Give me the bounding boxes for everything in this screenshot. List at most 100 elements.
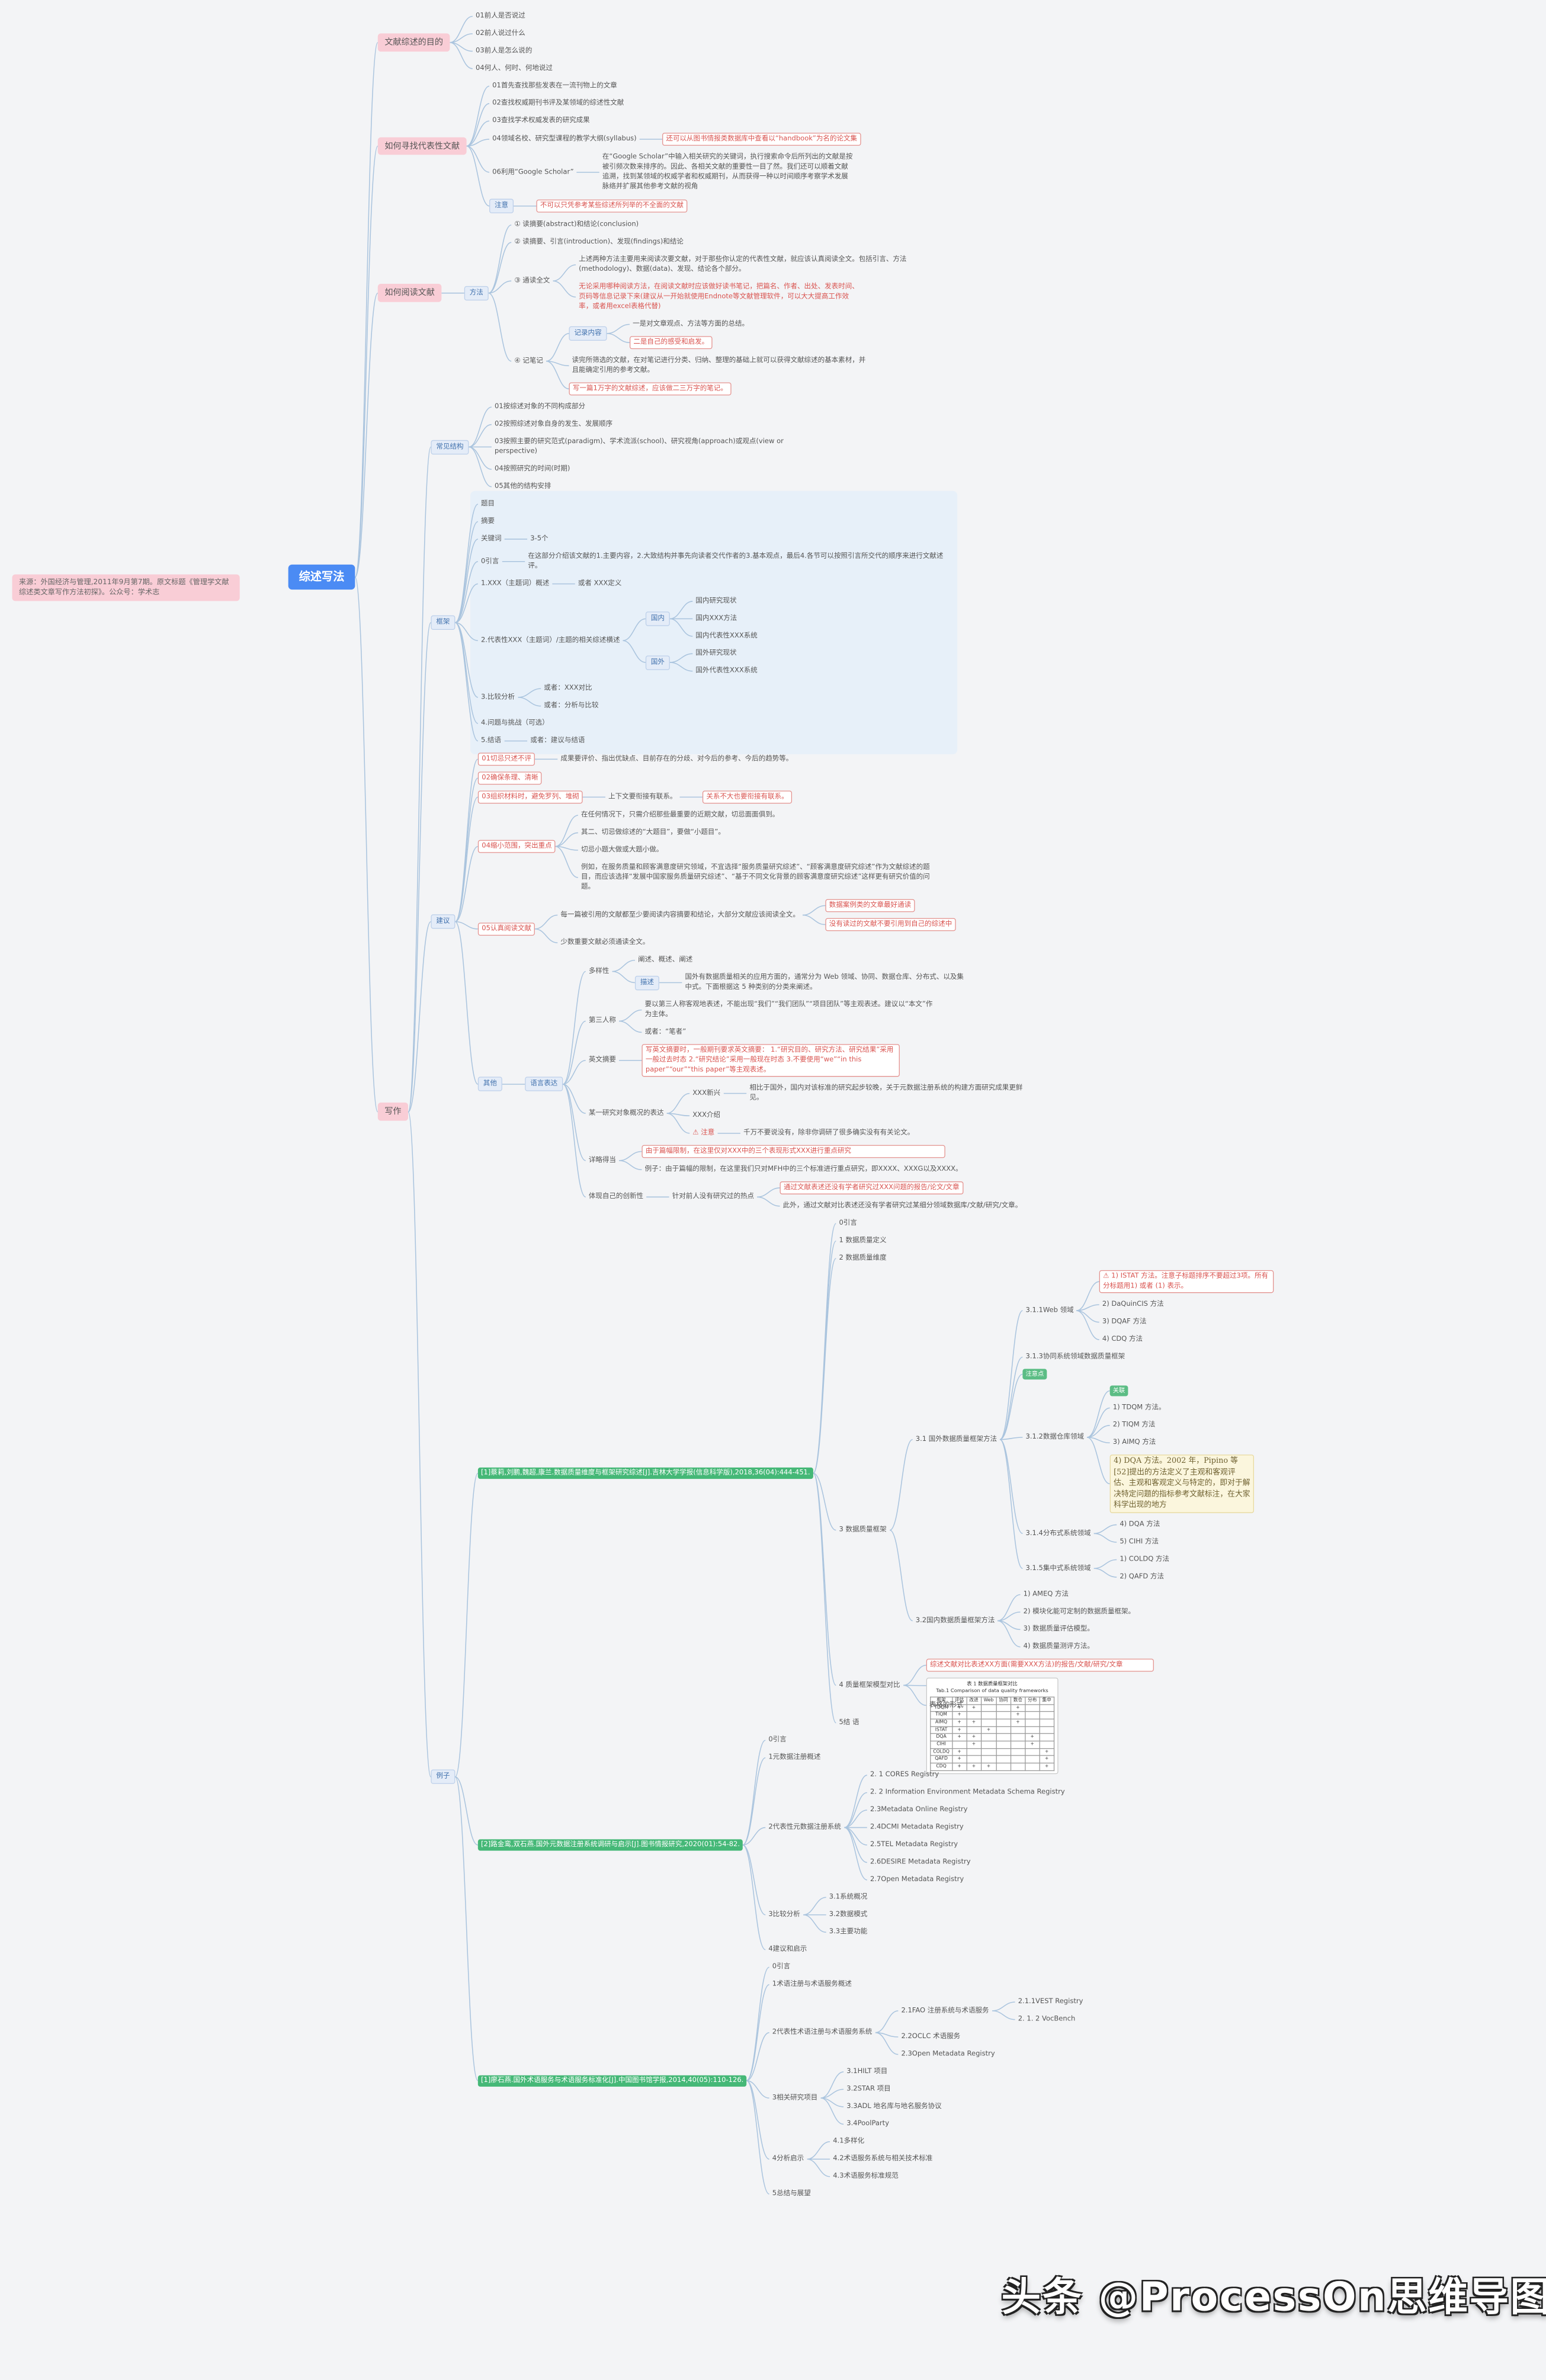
map-node[interactable]: 4.1多样化 [833, 2137, 865, 2145]
paper-citation-1[interactable]: [1]蔡莉,刘鹏,魏超,康兰.数据质量维度与框架研究综述[J].吉林大学学报(信… [477, 1467, 813, 1479]
map-node[interactable]: 01首先查找那些发表在一流刊物上的文章 [492, 82, 617, 90]
map-node[interactable]: 05认真阅读文献 [477, 922, 535, 936]
map-node[interactable]: 03查找学术权威发表的研究成果 [492, 117, 590, 125]
map-node[interactable]: 每一篇被引用的文献都至少要阅读内容摘要和结论，大部分文献应该阅读全文。 [560, 911, 800, 919]
map-node[interactable]: 3.1.4分布式系统领域 [1025, 1529, 1091, 1537]
map-node[interactable]: 2代表性术语注册与术语服务系统 [772, 2028, 873, 2036]
map-node[interactable]: 或者：“笔者” [644, 1028, 687, 1036]
map-node[interactable]: 02确保条理、清晰 [477, 771, 543, 785]
map-node[interactable]: 详略得当 [588, 1156, 616, 1164]
map-node[interactable]: ⚠ 1) ISTAT 方法。注意子标题排序不要超过3项。所有分标题用1) 或者 … [1099, 1270, 1274, 1293]
map-node[interactable]: 3.比较分析 [480, 693, 515, 701]
map-node[interactable]: 2. 2 Information Environment Metadata Sc… [870, 1788, 1065, 1796]
map-node[interactable]: 3.1.5集中式系统领域 [1025, 1564, 1091, 1572]
map-node[interactable]: 3相关研究项目 [772, 2094, 818, 2102]
map-node[interactable]: 国外有数据质量相关的应用方面的，通常分为 Web 领域、协同、数据仓库、分布式、… [685, 973, 964, 991]
map-node[interactable]: 1) COLDQ 方法 [1120, 1555, 1170, 1564]
branch-read-literature[interactable]: 如何阅读文献 [377, 284, 442, 302]
map-node[interactable]: 2. 1 CORES Registry [870, 1771, 939, 1779]
map-node[interactable]: 3) AIMQ 方法 [1112, 1439, 1156, 1447]
map-node[interactable]: 1.XXX（主题词）概述 [480, 579, 550, 588]
map-node[interactable]: 3.1系统概况 [829, 1893, 868, 1901]
map-node[interactable]: ② 读摘要、引言(introduction)、发现(findings)和结论 [514, 238, 684, 246]
map-node[interactable]: 3.1 国外数据质量框架方法 [915, 1435, 997, 1443]
map-node[interactable]: 写英文摘要时，一般期刊要求英文摘要： 1.“研究目的、研究方法、研究结果”采用一… [642, 1044, 900, 1077]
map-node[interactable]: 0引言 [480, 557, 499, 565]
map-node[interactable]: 4.3术语服务标准规范 [833, 2172, 899, 2180]
map-node[interactable]: 3比较分析 [768, 1910, 800, 1918]
map-node[interactable]: 3.1.3协同系统领域数据质量框架 [1025, 1353, 1125, 1361]
map-node[interactable]: 3.1HILT 项目 [846, 2067, 888, 2075]
map-node[interactable]: 1术语注册与术语服务概述 [772, 1980, 852, 1988]
map-node[interactable]: 2) 模块化能可定制的数据质量框架。 [1023, 1607, 1136, 1616]
map-node[interactable]: 3.3ADL 地名库与地名服务协议 [846, 2102, 942, 2110]
map-node[interactable]: 摘要 [480, 517, 495, 526]
paper-citation-2[interactable]: [2]路金鸾,双石燕.国外元数据注册系统调研与启示[J].图书情报研究,2020… [477, 1839, 743, 1851]
map-node[interactable]: 4) 数据质量测评方法。 [1023, 1642, 1094, 1651]
map-node[interactable]: 记录内容 [569, 326, 607, 341]
map-node[interactable]: 04领域名校、研究型课程的教学大纲(syllabus) [492, 134, 637, 143]
map-node[interactable]: 1元数据注册概述 [768, 1753, 821, 1761]
map-node[interactable]: 题目 [480, 499, 495, 508]
map-node[interactable]: 例如，在服务质量和顾客满意度研究领域，不宜选择“服务质量研究综述”、“顾客满意度… [581, 863, 930, 891]
map-node[interactable]: 4) DQA 方法 [1120, 1520, 1160, 1529]
map-node[interactable]: 3.1.1Web 领域 [1025, 1306, 1074, 1314]
map-node[interactable]: 1 数据质量定义 [839, 1237, 887, 1245]
map-node[interactable]: 2.3Metadata Online Registry [870, 1806, 968, 1814]
map-node[interactable]: 此外，通过文献对比表述还没有学者研究过某细分领域数据库/文献/研究/文章。 [782, 1202, 1022, 1210]
branch-writing[interactable]: 写作 [377, 1103, 409, 1121]
map-node[interactable]: 切忌小题大做或大题小做。 [581, 845, 663, 854]
map-node[interactable]: 2.7Open Metadata Registry [870, 1875, 964, 1884]
map-node[interactable]: 在“Google Scholar”中输入相关研究的关键词，执行搜索命令后所列出的… [602, 153, 853, 191]
map-node[interactable]: 例子：由于篇幅的限制，在这里我们只对MFH中的三个标准进行重点研究，即XXXX、… [644, 1165, 963, 1173]
map-node[interactable]: 2.1FAO 注册系统与术语服务 [901, 2006, 989, 2014]
map-node[interactable]: 没有读过的文献不要引用到自己的综述中 [825, 918, 956, 931]
map-node[interactable]: 还可以从图书情报类数据库中查看以“handbook”为名的论文集 [662, 133, 861, 146]
map-node[interactable]: 千万不要说没有，除非你调研了很多确实没有有关论文。 [743, 1129, 915, 1137]
map-node[interactable]: 2.代表性XXX（主题词）/主题的相关综述横述 [480, 636, 620, 644]
map-node[interactable]: 2.5TEL Metadata Registry [870, 1840, 958, 1849]
map-node[interactable]: 3) DQAF 方法 [1102, 1318, 1147, 1326]
tag-attention[interactable]: 注意点 [1022, 1369, 1047, 1379]
map-node[interactable]: 一是对文章观点、方法等方面的总结。 [633, 320, 749, 328]
map-node[interactable]: 其二、切忌做综述的“大题目”，要做“小题目”。 [581, 828, 725, 837]
map-node[interactable]: 或者：分析与比较 [544, 701, 599, 710]
map-node[interactable]: 国外代表性XXX系统 [695, 667, 758, 675]
map-node[interactable]: 3.3主要功能 [829, 1928, 868, 1936]
map-node[interactable]: 04缩小范围，突出重点 [477, 840, 556, 853]
map-node[interactable]: 3.2数据模式 [829, 1910, 868, 1918]
branch-purpose[interactable]: 文献综述的目的 [377, 33, 450, 52]
map-node[interactable]: 01按综述对象的不同构成部分 [495, 403, 585, 411]
topic-examples[interactable]: 例子 [431, 1769, 456, 1785]
topic-framework[interactable]: 框架 [431, 615, 456, 630]
map-node[interactable]: 国内研究现状 [695, 597, 737, 605]
map-node[interactable]: ④ 记笔记 [514, 357, 543, 365]
map-node[interactable]: 相比于国外，国内对该标准的研究起步较晚，关于元数据注册系统的构建方面研究成果更鲜… [749, 1084, 1023, 1102]
map-node[interactable]: 二是自己的感受和启发。 [629, 336, 713, 350]
branch-find-literature[interactable]: 如何寻找代表性文献 [377, 137, 467, 155]
map-node[interactable]: 关系不大也要衔接有联系。 [702, 790, 793, 804]
map-node[interactable]: 3-5个 [530, 534, 549, 543]
map-node[interactable]: XXX新兴 [692, 1089, 721, 1097]
map-node[interactable]: 不可以只凭参考某些综述所列举的不全面的文献 [536, 199, 688, 213]
map-node[interactable]: 1) TDQM 方法。 [1112, 1404, 1166, 1412]
map-node[interactable]: 多样性 [588, 967, 610, 975]
map-node[interactable]: 2代表性元数据注册系统 [768, 1823, 841, 1831]
map-node[interactable]: 2 数据质量维度 [839, 1254, 887, 1262]
map-node[interactable]: 数据案例类的文章最好通读 [825, 899, 915, 912]
sticky-note-dqa[interactable]: 4) DQA 方法。2002 年，Pipino 等[52]提出的方法定义了主观和… [1109, 1455, 1254, 1513]
map-node[interactable]: 1) AMEQ 方法 [1023, 1590, 1069, 1599]
map-node[interactable]: 5结 语 [839, 1718, 859, 1726]
map-node[interactable]: ③ 通读全文 [514, 277, 550, 284]
map-node[interactable]: 阐述、概述、阐述 [638, 956, 693, 964]
map-node[interactable]: 5) CIHI 方法 [1120, 1537, 1159, 1546]
map-node[interactable]: 3 数据质量框架 [839, 1526, 887, 1534]
map-node[interactable]: 2. 1. 2 VocBench [1018, 2015, 1076, 2023]
map-node[interactable]: 0引言 [772, 1963, 791, 1971]
map-node[interactable]: 2) TIQM 方法 [1112, 1421, 1156, 1429]
map-node[interactable]: 2) QAFD 方法 [1120, 1572, 1164, 1581]
map-node[interactable]: 综述文献对比表述XX方面(需要XXX方法)的报告/文献/研究/文章 [926, 1658, 1154, 1672]
map-node[interactable]: 上下文要衔接有联系。 [608, 793, 677, 801]
map-node[interactable]: ⚠ 注意 [692, 1129, 715, 1137]
map-node[interactable]: 描述 [634, 975, 659, 990]
